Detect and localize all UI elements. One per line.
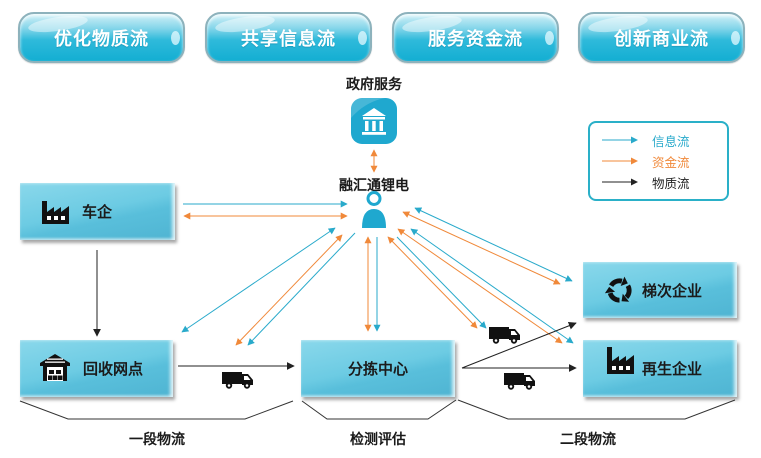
hub-label: 融汇通锂电 [339,178,409,194]
money-flow-hub-cascade-enterprise [402,211,561,285]
legend-label: 信息流 [652,133,690,149]
info-flow-hub-to-first-logistics [247,232,356,346]
money-flow-hub-first-logistics [235,234,343,346]
button-label: 服务资金流 [428,28,523,50]
node-regeneration-enterprise: 再生企业 [583,340,737,397]
node-cascade-enterprise: 梯次企业 [583,262,737,318]
user-icon [362,191,386,228]
legend-item-info: 信息流 [602,131,690,149]
stage-label-inspection: 检测评估 [350,432,406,448]
stage-bracket-inspection [301,399,457,420]
legend: 信息流 资金流 物质流 [588,121,729,201]
button-label: 优化物质流 [54,28,149,50]
truck-icon [222,372,253,389]
info-arrow-icon [602,136,638,144]
recycle-icon [605,276,634,305]
money-flow-hub-regeneration-enterprise [397,228,563,344]
node-recycling-point: 回收网点 [20,340,173,397]
money-flow-hub-second-logistics [387,236,478,329]
money-arrow-icon [602,157,638,165]
truck-icon [504,373,535,390]
button-label: 创新商业流 [614,28,709,50]
legend-item-money: 资金流 [602,152,690,170]
stage-label-second-logistics: 二段物流 [560,432,616,448]
share-information-flow-button[interactable]: 共享信息流 [205,12,372,63]
optimize-material-flow-button[interactable]: 优化物质流 [18,12,185,63]
info-flow-hub-cascade-enterprise [414,207,573,282]
stage-label-first-logistics: 一段物流 [129,432,185,448]
innovate-business-flow-button[interactable]: 创新商业流 [578,12,745,63]
node-car-company: 车企 [20,183,175,240]
info-flow-hub-to-second-logistics [396,236,487,329]
node-label: 再生企业 [642,360,703,378]
legend-item-material: 物质流 [602,173,690,191]
factory-icon [607,347,634,374]
factory-icon [42,201,69,224]
stage-bracket-first-logistics [19,400,294,420]
button-label: 共享信息流 [241,28,336,50]
truck-icon [489,327,520,344]
node-label: 梯次企业 [642,281,703,300]
node-label: 车企 [82,203,113,221]
legend-label: 资金流 [652,154,690,170]
info-flow-hub-recycling-point [181,227,336,333]
material-arrow-icon [602,178,638,186]
node-label: 分拣中心 [347,360,408,378]
government-service-label: 政府服务 [346,77,402,93]
stage-bracket-second-logistics [457,399,736,420]
bank-building-icon [351,98,397,144]
node-sorting-center: 分拣中心 [301,340,455,397]
warehouse-icon [40,354,70,381]
node-label: 回收网点 [83,360,144,378]
legend-label: 物质流 [652,175,690,191]
serve-capital-flow-button[interactable]: 服务资金流 [392,12,559,63]
